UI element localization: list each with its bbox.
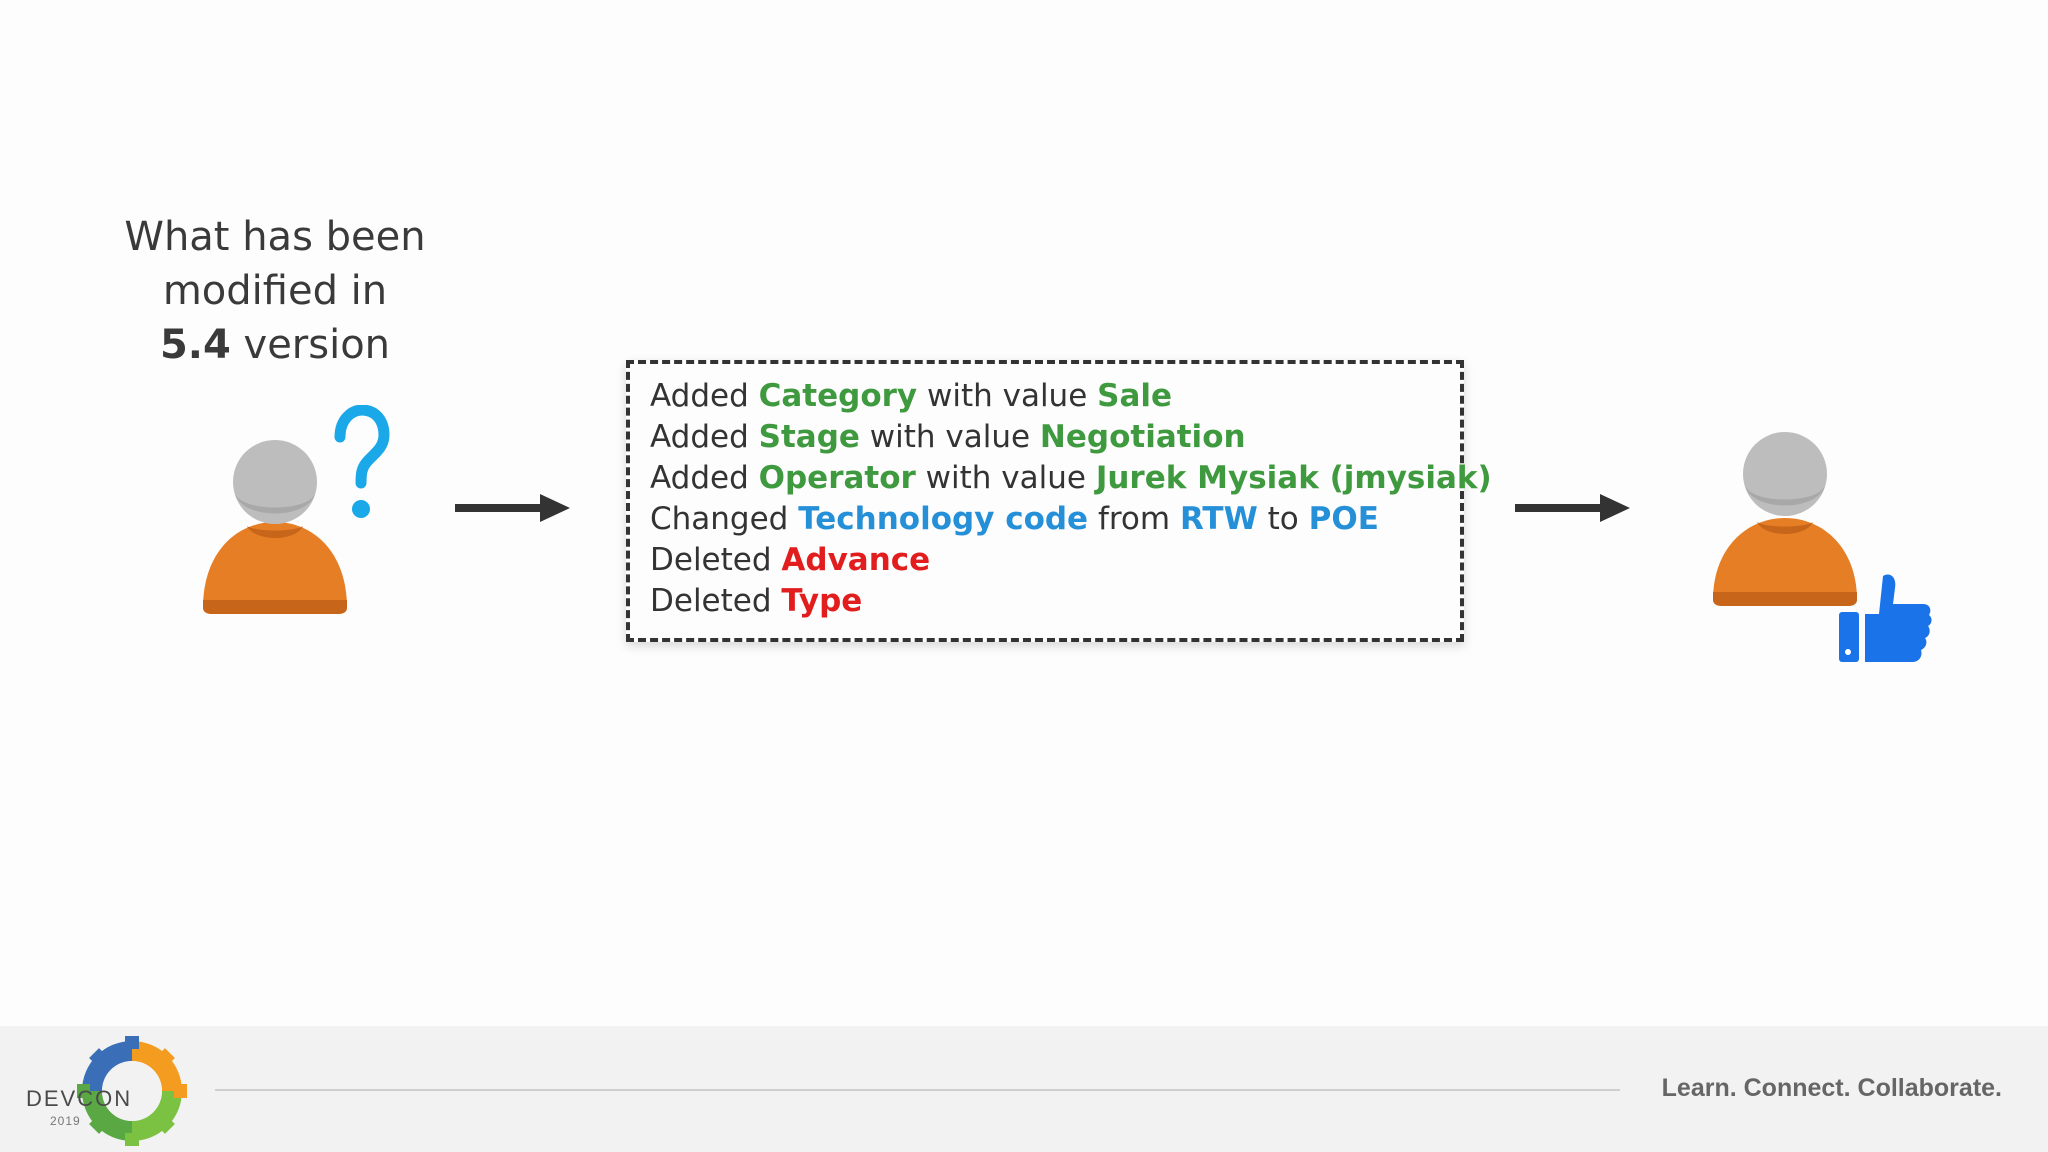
change-keyword: Jurek Mysiak (jmysiak): [1095, 460, 1492, 496]
logo-wordmark: DEVCON: [26, 1086, 133, 1111]
change-text: with value: [859, 419, 1040, 455]
change-text: Added: [650, 460, 759, 496]
footer-divider: [215, 1089, 1620, 1091]
question-mark-icon: [334, 405, 390, 518]
change-keyword: Operator: [758, 460, 916, 496]
tagline: Learn. Connect. Collaborate.: [1661, 1074, 2002, 1102]
right-arrow-icon: [455, 494, 570, 522]
change-text: Added: [650, 419, 759, 455]
gear-logo-icon: [77, 1036, 187, 1146]
change-line: Deleted Type: [650, 581, 1460, 622]
footer-bar: DEVCON 2019 Learn. Connect. Collaborate.: [0, 1026, 2048, 1152]
change-keyword: Stage: [758, 419, 860, 455]
change-text: to: [1257, 501, 1309, 537]
change-line: Deleted Advance: [650, 540, 1460, 581]
change-text: with value: [915, 460, 1096, 496]
question-line-1: What has been: [124, 214, 426, 260]
change-keyword: POE: [1308, 501, 1379, 537]
change-keyword: Type: [781, 583, 863, 619]
change-text: from: [1088, 501, 1180, 537]
change-line: Changed Technology code from RTW to POE: [650, 499, 1460, 540]
change-line: Added Stage with value Negotiation: [650, 417, 1460, 458]
change-keyword: Category: [758, 378, 918, 414]
change-keyword: Advance: [781, 542, 931, 578]
change-line: Added Operator with value Jurek Mysiak (…: [650, 458, 1492, 499]
question-line-2: modified in: [162, 268, 388, 314]
change-text: with value: [917, 378, 1098, 414]
confused-user-icon: [203, 440, 347, 614]
logo-year: 2019: [50, 1114, 81, 1128]
change-text: Deleted: [650, 542, 782, 578]
thumbs-up-icon: [1839, 574, 1932, 662]
change-text: Deleted: [650, 583, 782, 619]
change-keyword: Negotiation: [1039, 419, 1246, 455]
change-keyword: Technology code: [798, 501, 1089, 537]
change-text: Changed: [650, 501, 799, 537]
version-number: 5.4: [159, 322, 231, 368]
change-keyword: RTW: [1179, 501, 1258, 537]
question-heading: What has been modified in 5.4 version: [100, 210, 450, 372]
happy-user-icon: [1713, 432, 1857, 606]
version-suffix: version: [230, 322, 391, 368]
change-line: Added Category with value Sale: [650, 376, 1460, 417]
change-keyword: Sale: [1097, 378, 1173, 414]
question-line-3: 5.4 version: [100, 318, 450, 372]
right-arrow-icon: [1515, 494, 1630, 522]
devcon-logo: DEVCON 2019: [22, 1036, 187, 1146]
change-text: Added: [650, 378, 759, 414]
